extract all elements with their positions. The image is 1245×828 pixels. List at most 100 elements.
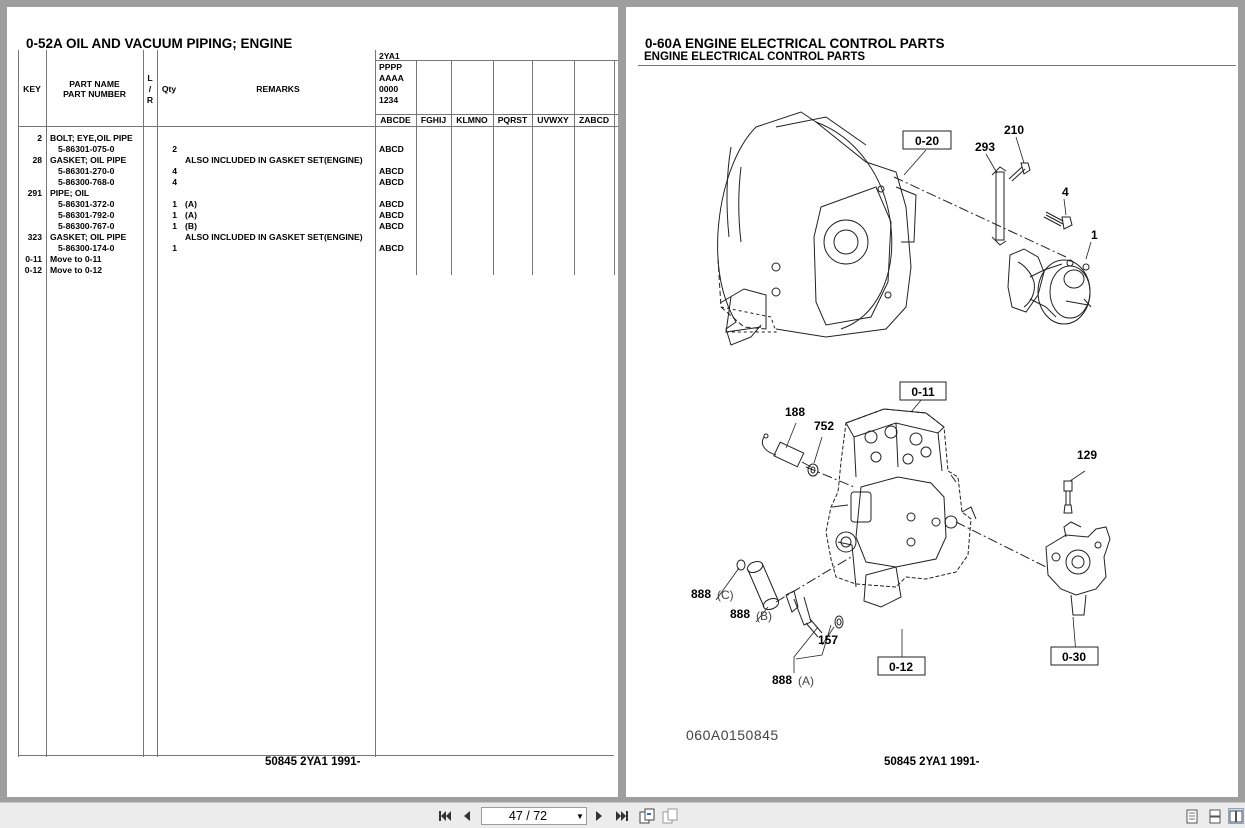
page-title: 0-52A OIL AND VACUUM PIPING; ENGINE (26, 36, 293, 51)
two-page-icon[interactable] (1228, 808, 1244, 824)
callout-188: 188 (785, 405, 805, 419)
sensor-188-drawing (761, 433, 812, 468)
header-key: KEY (23, 84, 41, 94)
row-remarks: ALSO INCLUDED IN GASKET SET(ENGINE) (185, 155, 363, 165)
sensor-129-drawing (1063, 480, 1073, 514)
row-key: 0-11 (25, 254, 42, 264)
next-page-icon[interactable] (591, 808, 607, 824)
single-page-icon[interactable] (1184, 808, 1200, 824)
page-title: 0-60A ENGINE ELECTRICAL CONTROL PARTS (645, 36, 945, 51)
header-lr-slash: / (148, 84, 152, 94)
callout-293: 293 (975, 140, 995, 154)
row-part-number: 5-86300-767-0 (58, 221, 115, 231)
engine-block-drawing (825, 408, 977, 608)
row-key: 0-12 (24, 265, 42, 275)
row-variant-abcde: ABCD (379, 221, 404, 231)
header-lr-r: R (146, 95, 154, 105)
callout-variant-c: (C) (717, 588, 734, 602)
row-key: 323 (27, 232, 42, 242)
callout-752: 752 (814, 419, 834, 433)
row-part-number: 5-86300-174-0 (58, 243, 115, 253)
variant-header: ZABCD (578, 115, 610, 125)
callout-888: 888 (772, 673, 792, 687)
row-part-name: Move to 0-11 (50, 254, 102, 264)
document-viewer: 0-52A OIL AND VACUUM PIPING; ENGINE KEY … (7, 7, 1238, 797)
callout-ref-020: 0-20 (915, 134, 939, 148)
right-page: 0-60A ENGINE ELECTRICAL CONTROL PARTS EN… (626, 7, 1238, 797)
last-page-icon[interactable] (614, 808, 630, 824)
flywheel-housing-drawing (717, 111, 917, 346)
row-qty: 2 (172, 144, 177, 154)
row-variant-abcde: ABCD (379, 210, 404, 220)
copy-icon[interactable] (662, 808, 678, 824)
rotate-icon[interactable] (639, 808, 655, 824)
page-footer: 50845 2YA1 1991- (884, 756, 980, 768)
row-qty: 1 (172, 199, 177, 209)
page-indicator: 47 / 72 (508, 809, 548, 823)
callout-ref-012: 0-12 (889, 660, 913, 674)
prev-page-icon[interactable] (459, 808, 475, 824)
row-part-name: GASKET; OIL PIPE (50, 232, 127, 242)
callout-157: 157 (818, 633, 838, 647)
row-variant-abcde: ABCD (379, 166, 404, 176)
callout-210: 210 (1004, 123, 1024, 137)
row-variant-abcde: ABCD (379, 144, 404, 154)
callout-888: 888 (691, 587, 711, 601)
page-number-field[interactable]: 47 / 72 ▼ (481, 807, 587, 825)
row-part-number: 5-86301-270-0 (58, 166, 115, 176)
variant-header: PQRST (497, 115, 528, 125)
page-footer: 50845 2YA1 1991- (265, 756, 361, 768)
callout-variant-a: (A) (798, 674, 814, 688)
row-qty: 1 (172, 243, 177, 253)
callout-variant-b: (B) (756, 609, 772, 623)
variant-header: KLMNO (456, 115, 488, 125)
page-subtitle: ENGINE ELECTRICAL CONTROL PARTS (644, 51, 866, 63)
row-remarks: (A) (185, 199, 197, 209)
model-code: 1234 (379, 95, 399, 105)
pump-drawing (1045, 521, 1111, 616)
model-code: 0000 (379, 84, 399, 94)
first-page-icon[interactable] (437, 808, 453, 824)
header-lr-l: L (147, 73, 153, 83)
variant-header: FGHIJ (420, 115, 447, 125)
variant-header: UVWXY (537, 115, 569, 125)
row-key: 2 (37, 133, 42, 143)
continuous-icon[interactable] (1207, 808, 1223, 824)
row-variant-abcde: ABCD (379, 177, 404, 187)
row-qty: 1 (172, 221, 177, 231)
row-remarks: (A) (185, 210, 197, 220)
row-key: 28 (32, 155, 42, 165)
starter-motor-drawing (1007, 248, 1092, 325)
model-code: AAAA (379, 73, 404, 83)
callout-ref-030: 0-30 (1062, 650, 1086, 664)
row-variant-abcde: ABCD (379, 199, 404, 209)
chevron-down-icon[interactable]: ▼ (576, 811, 584, 821)
row-part-number: 5-86301-792-0 (58, 210, 115, 220)
row-part-number: 5-86300-768-0 (58, 177, 115, 187)
row-part-name: BOLT; EYE,OIL PIPE (50, 133, 133, 143)
viewer-toolbar: 47 / 72 ▼ (0, 802, 1245, 828)
diagram-id: 060A0150845 (686, 727, 779, 743)
callout-1: 1 (1091, 228, 1098, 242)
row-key: 291 (27, 188, 42, 198)
row-part-number: 5-86301-075-0 (58, 144, 115, 154)
row-remarks: ALSO INCLUDED IN GASKET SET(ENGINE) (185, 232, 363, 242)
parts-diagram: 0-20 0-11 0-12 0-30 210 293 4 1 188 752 … (686, 111, 1111, 743)
row-remarks: (B) (185, 221, 197, 231)
row-variant-abcde: ABCD (379, 243, 404, 253)
callout-129: 129 (1077, 448, 1097, 462)
callout-888: 888 (730, 607, 750, 621)
row-part-name: GASKET; OIL PIPE (50, 155, 127, 165)
callout-4: 4 (1062, 185, 1069, 199)
callout-ref-011: 0-11 (911, 385, 935, 399)
header-remarks: REMARKS (256, 84, 300, 94)
header-part-name: PART NAME (69, 79, 120, 89)
left-page: 0-52A OIL AND VACUUM PIPING; ENGINE KEY … (7, 7, 618, 797)
header-part-number: PART NUMBER (63, 89, 126, 99)
row-part-number: 5-86301-372-0 (58, 199, 115, 209)
row-qty: 4 (172, 166, 177, 176)
variant-header: ABCDE (380, 115, 411, 125)
model-code: PPPP (379, 62, 402, 72)
header-model: 2YA1 (379, 51, 400, 61)
header-qty: Qty (161, 84, 177, 94)
